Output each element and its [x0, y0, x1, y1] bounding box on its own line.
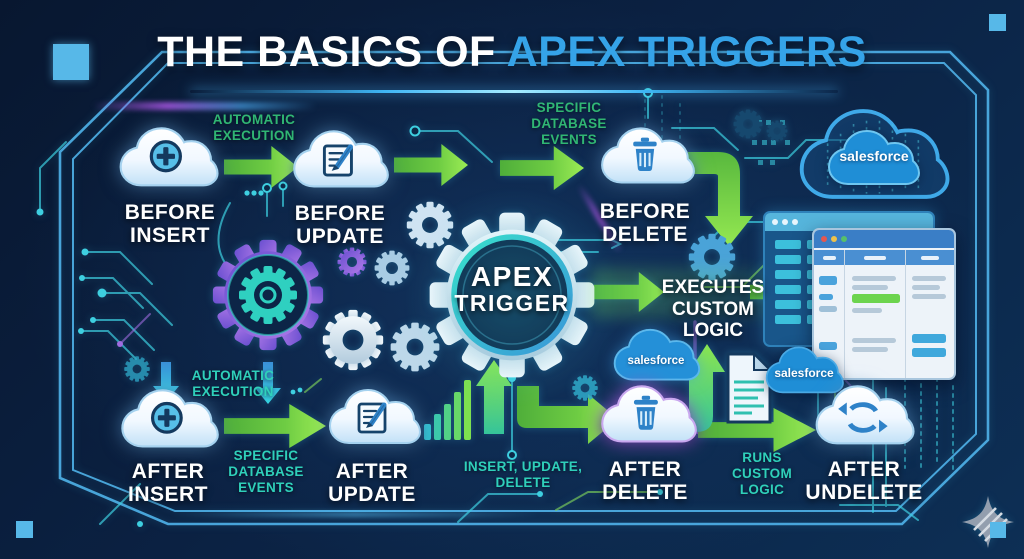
circuit-dots	[36, 137, 865, 527]
frame-border	[58, 50, 990, 526]
cyan-glow	[170, 512, 540, 517]
edit-note-icon	[324, 146, 351, 175]
purple-gear	[212, 239, 324, 351]
title-underline	[190, 90, 838, 93]
label-after-delete: AFTER DELETE	[602, 458, 688, 505]
arrow-down-to-after-insert	[255, 362, 281, 404]
node-after-delete	[596, 382, 700, 451]
corner-square	[990, 522, 1006, 538]
label-after-update: AFTER UPDATE	[328, 460, 416, 507]
salesforce-wordmark: salesforce	[839, 148, 909, 164]
salesforce-wordmark: salesforce	[627, 355, 685, 367]
corner-square	[989, 14, 1006, 31]
label-after-insert: AFTER INSERT	[127, 460, 208, 507]
arrow-before-insert-to-update	[224, 146, 298, 188]
gear-icon	[124, 356, 150, 382]
title-prefix: THE BASICS OF	[157, 28, 496, 76]
label-before-update: BEFORE UPDATE	[294, 202, 386, 249]
label-before-insert: BEFORE INSERT	[124, 201, 216, 248]
window-dot	[792, 219, 798, 225]
data-table-window-front	[812, 228, 956, 380]
table-columns	[814, 250, 954, 378]
gear-cluster	[124, 201, 736, 401]
window-dot	[772, 219, 778, 225]
corner-square	[16, 521, 33, 538]
node-after-update	[324, 386, 424, 452]
arrow-after-insert-to-update	[224, 404, 326, 448]
plus-circle-icon	[149, 140, 182, 173]
annotation-automatic-execution-bottom: AUTOMATIC EXECUTION	[191, 368, 275, 399]
purple-streak	[92, 102, 317, 110]
gear-icon	[322, 309, 384, 371]
apex-trigger-gear	[429, 212, 595, 378]
label-before-delete: BEFORE DELETE	[599, 200, 691, 247]
edit-note-icon	[359, 404, 385, 432]
minimize-dot[interactable]	[831, 236, 837, 242]
window-titlebar	[814, 230, 954, 248]
corner-square	[53, 44, 89, 80]
arrow-up-to-hub	[476, 360, 512, 434]
arrow-into-after-delete	[517, 386, 618, 444]
annotation-specific-database-events-top: SPECIFIC DATABASE EVENTS	[531, 100, 607, 147]
window-dot	[782, 219, 788, 225]
title-highlight: APEX TRIGGERS	[506, 28, 867, 76]
node-after-undelete	[810, 382, 918, 453]
annotation-specific-database-events-bottom: SPECIFIC DATABASE EVENTS	[228, 448, 304, 495]
close-dot[interactable]	[821, 236, 827, 242]
document-icon	[726, 351, 773, 424]
annotation-runs-custom-logic: RUNS CUSTOM LOGIC	[731, 450, 793, 497]
apex-trigger-hub-label: APEX TRIGGER	[454, 261, 570, 317]
arrow-before-update-out	[394, 144, 468, 186]
annotation-insert-update-delete: INSERT, UPDATE, DELETE	[463, 459, 583, 490]
maximize-dot[interactable]	[841, 236, 847, 242]
page-title: THE BASICS OF APEX TRIGGERS	[0, 28, 1024, 77]
arrow-before-delete-down	[688, 152, 753, 246]
annotation-automatic-execution-top: AUTOMATIC EXECUTION	[212, 112, 296, 143]
bar-chart-icon	[424, 380, 471, 440]
hub-glow	[398, 182, 628, 412]
gear-icon	[337, 247, 367, 277]
window-titlebar	[765, 213, 933, 231]
annotation-executes-custom-logic: EXECUTES CUSTOM LOGIC	[661, 277, 765, 342]
plus-circle-icon	[150, 401, 183, 434]
label-after-undelete: AFTER UNDELETE	[805, 458, 923, 505]
arrow-up-runs-logic	[676, 344, 725, 432]
salesforce-wordmark: salesforce	[774, 366, 834, 380]
star-ornament	[962, 496, 1014, 548]
node-before-delete	[596, 124, 698, 192]
